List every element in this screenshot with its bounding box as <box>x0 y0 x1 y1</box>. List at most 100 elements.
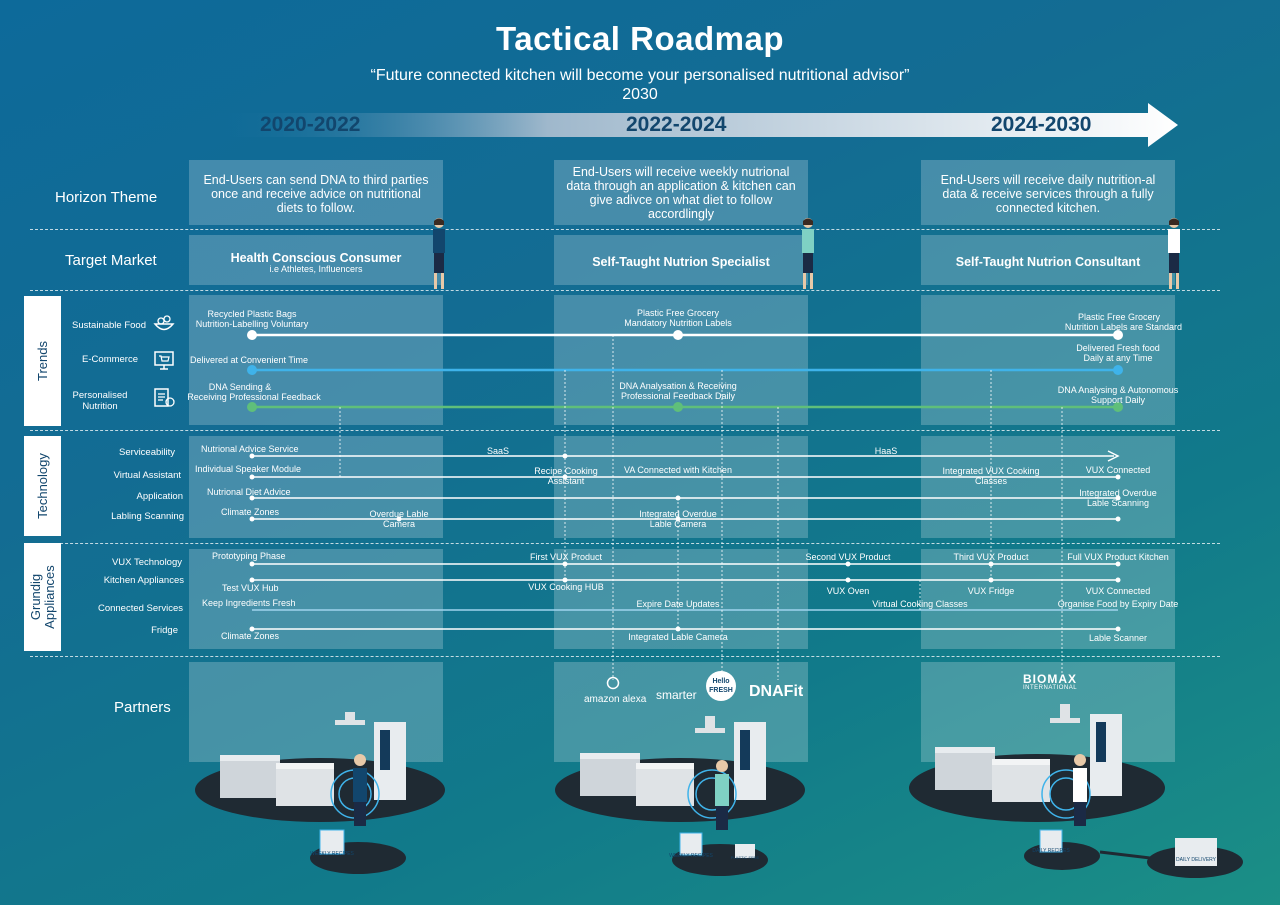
label-second-vux: Second VUX Product <box>805 552 891 562</box>
sublabel-sustainable: Sustainable Food <box>72 320 146 331</box>
label-delivered-fresh: Delivered Fresh food <box>1076 343 1160 353</box>
badge-weekly-2: WEEKLY RECIPES <box>669 853 713 859</box>
clipboard-apple-icon <box>154 388 175 407</box>
target-panel-3 <box>921 235 1175 285</box>
divider <box>30 656 1220 657</box>
sublabel-labling: Labling Scanning <box>111 511 184 522</box>
label-test-vux-hub: Test VUX Hub <box>222 583 279 593</box>
label-mandatory-labels: Mandatory Nutrition Labels <box>624 318 732 328</box>
grundig-panel-3 <box>921 549 1175 649</box>
tech-panel-2 <box>554 436 808 538</box>
target-panel-1 <box>189 235 443 285</box>
period-2020-2022: 2020-2022 <box>260 113 361 136</box>
badge-weekly-1: WEEKLY RECIPES <box>310 851 354 857</box>
trends-panel-3 <box>921 295 1175 425</box>
page-title: Tactical Roadmap <box>496 20 784 57</box>
grundig-panel-2 <box>554 549 808 649</box>
label-expire-date: Expire Date Updates <box>636 599 720 609</box>
consultant-figure-icon <box>1168 218 1180 289</box>
milestone-dot <box>247 365 257 375</box>
horizon-panel-3 <box>921 160 1175 225</box>
sublabel-ecommerce: E-Commerce <box>82 354 138 365</box>
partner-biomax: BIOMAX <box>1023 672 1077 686</box>
milestone-dot <box>247 330 257 340</box>
grundig-panel-1 <box>189 549 443 649</box>
group-tab-trends: Trends <box>24 296 61 426</box>
target-market-1-sub: i.e Athletes, Influencers <box>269 264 363 274</box>
horizon-text-3: End-Users will receive daily nutrition-a… <box>940 173 1156 215</box>
group-tab-grundig: Grundig Appliances <box>24 543 61 651</box>
sublabel-serviceability: Serviceability <box>119 447 175 458</box>
label-camera: Camera <box>382 519 416 529</box>
target-market-2: Self-Taught Nutrion Specialist <box>592 255 770 269</box>
milestone-dot <box>673 402 683 412</box>
label-vux-oven: VUX Oven <box>826 586 870 596</box>
label-saas: SaaS <box>486 446 510 456</box>
tech-panel-3 <box>921 436 1175 538</box>
label-lable-camera: Lable Camera <box>649 519 707 529</box>
partner-amazon-alexa: amazon alexa <box>584 694 647 705</box>
partners-panel-3 <box>921 662 1175 762</box>
label-lable-scanner: Lable Scanner <box>1088 633 1148 643</box>
divider <box>30 290 1220 291</box>
label-recipe-cooking: Recipe Cooking <box>534 466 598 476</box>
sublabel-virtual-assistant: Virtual Assistant <box>113 470 181 481</box>
badge-daily-delivery: DAILY DELIVERY <box>1175 857 1217 863</box>
label-diet-advice: Nutrional Diet Advice <box>207 487 291 497</box>
sublabel-kitchen: Kitchen Appliances <box>103 575 184 586</box>
sublabel-connected: Connected Services <box>97 603 183 614</box>
label-lable-scanning: Lable Scanning <box>1086 498 1150 508</box>
arrowhead <box>1107 450 1120 462</box>
label-integrated-lable-camera: Integrated Lable Camera <box>628 632 728 642</box>
partner-smarter: smarter <box>656 688 697 702</box>
label-keep-fresh: Keep Ingredients Fresh <box>202 598 296 608</box>
sublabel-fridge: Fridge <box>151 625 178 636</box>
label-integrated-overdue-2: Integrated Overdue <box>639 509 717 519</box>
tech-panel-1 <box>189 436 443 538</box>
sublabel-personalised: Personalised Nutrition <box>72 390 128 412</box>
label-labels-standard: Nutrition Labels are Standard <box>1064 322 1182 332</box>
label-virtual-classes: Virtual Cooking Classes <box>872 599 968 609</box>
specialist-figure-icon <box>802 218 814 289</box>
label-vux-connected-2: VUX Connected <box>1085 586 1151 596</box>
milestone-dot <box>1113 365 1123 375</box>
target-market-3: Self-Taught Nutrion Consultant <box>955 255 1141 269</box>
label-integrated-overdue-1: Integrated Overdue <box>1079 488 1157 498</box>
label-climate-zones-2: Climate Zones <box>221 631 280 641</box>
horizon-text-2: End-Users will receive weekly nutrional … <box>566 165 796 221</box>
trends-panel-1 <box>189 295 443 425</box>
label-first-vux: First VUX Product <box>529 552 603 562</box>
partner-hello-fresh: Hello FRESH <box>706 671 736 701</box>
vision-year: 2030 <box>622 86 658 103</box>
timeline-arrow <box>208 103 1178 147</box>
period-2022-2024: 2022-2024 <box>626 113 727 136</box>
target-panel-2 <box>554 235 808 285</box>
label-organise-food: Organise Food by Expiry Date <box>1057 599 1179 609</box>
divider <box>30 229 1220 230</box>
label-dna-sending: DNA Sending & <box>208 382 272 392</box>
sublabel-vux: VUX Technology <box>111 557 182 568</box>
label-va-connected: VA Connected with Kitchen <box>624 465 732 475</box>
vision-statement: “Future connected kitchen will become yo… <box>370 67 910 84</box>
milestone-dot <box>1113 330 1123 340</box>
group-tab-technology: Technology <box>24 436 61 536</box>
kitchen-scene-3 <box>909 704 1243 878</box>
label-speaker-module: Individual Speaker Module <box>195 464 302 474</box>
label-daily-any-time: Daily at any Time <box>1083 353 1153 363</box>
label-receiving-feedback: Receiving Professional Feedback <box>187 392 321 402</box>
label-climate-zones-1: Climate Zones <box>221 507 280 517</box>
sublabel-application: Application <box>136 491 183 502</box>
label-integrated-vux-cooking: Integrated VUX Cooking <box>942 466 1040 476</box>
alexa-logo-icon <box>606 676 620 690</box>
label-full-vux: Full VUX Product Kitchen <box>1067 552 1169 562</box>
kitchen-scene-2 <box>555 716 805 876</box>
label-vux-connected: VUX Connected <box>1085 465 1151 475</box>
label-classes: Classes <box>974 476 1008 486</box>
label-dna-autonomous: DNA Analysing & Autonomous <box>1057 385 1179 395</box>
label-prototyping: Prototyping Phase <box>212 551 286 561</box>
horizon-panel-2 <box>554 160 808 225</box>
row-label-partners: Partners <box>114 699 171 716</box>
salad-bowl-icon <box>153 315 175 331</box>
